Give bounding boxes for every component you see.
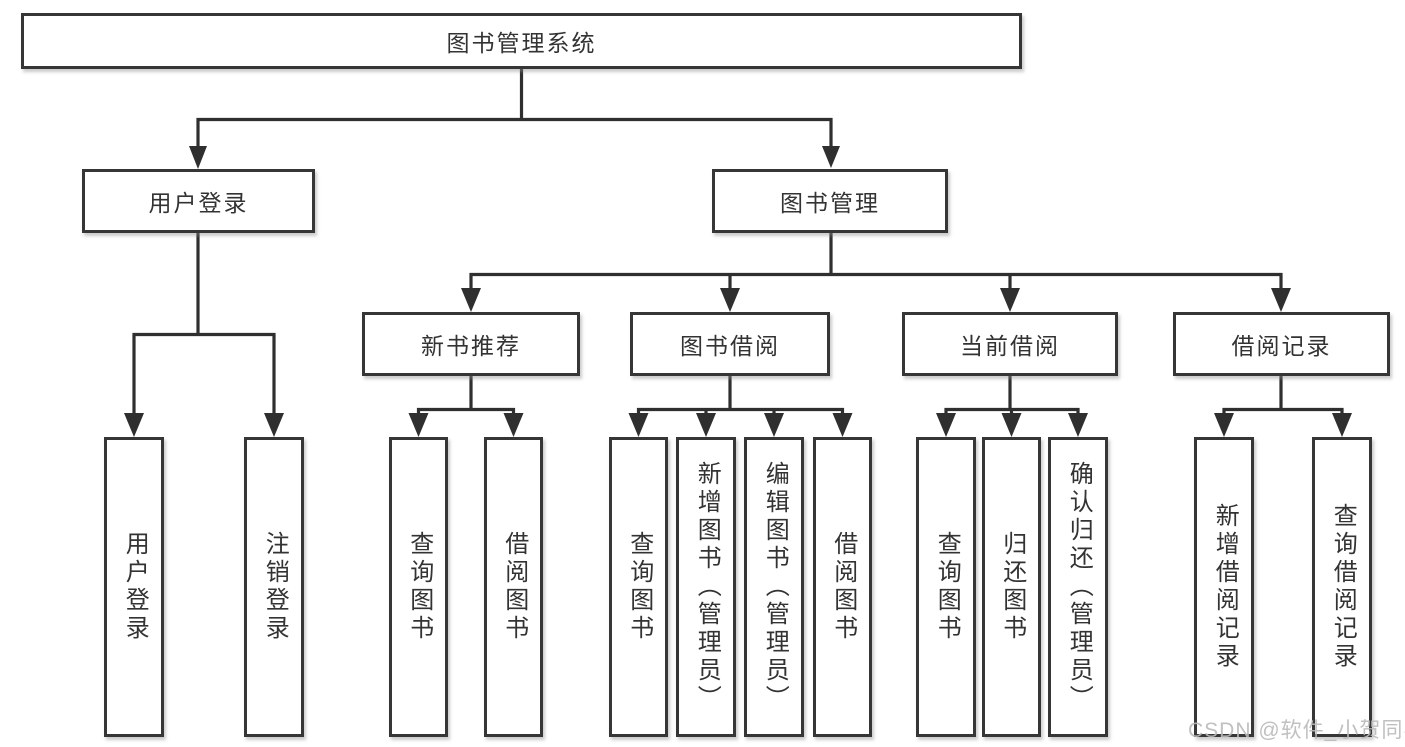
leaf-logout-label: 注销登录 [261,531,289,643]
leaf-confirm-return-label: 确认归还（管理员） [1065,461,1093,713]
connector-newbookrec-to-leaves [408,376,524,437]
watermark: CSDN @软件_小贺同学 [1188,719,1405,742]
leaf-user-login: 用户登录 [104,437,164,737]
leaf-edit-book-label: 编辑图书（管理员） [761,461,789,713]
leaf-add-book: 新增图书（管理员） [676,437,736,737]
node-user-login-branch-label: 用户登录 [148,190,249,216]
node-root-label: 图书管理系统 [446,30,597,56]
node-current-borrow: 当前借阅 [902,312,1118,376]
leaf-borrow-book-1: 借阅图书 [484,437,543,737]
node-current-borrow-label: 当前借阅 [960,333,1060,359]
leaf-logout: 注销登录 [244,437,304,737]
node-book-borrow-label: 图书借阅 [680,333,780,359]
leaf-query-book-1-label: 查询图书 [405,531,433,643]
leaf-add-borrow-record: 新增借阅记录 [1194,437,1254,737]
connector-bookborrow-to-leaves [628,376,853,437]
connector-userlogin-to-leaves [124,233,284,437]
leaf-query-borrow-record: 查询借阅记录 [1312,437,1372,737]
leaf-query-book-1: 查询图书 [389,437,448,737]
connector-currentborrow-to-leaves [936,376,1088,437]
connector-root-to-level2 [189,69,840,169]
node-user-login-branch: 用户登录 [82,169,315,233]
leaf-confirm-return: 确认归还（管理员） [1048,437,1108,737]
leaf-query-book-2: 查询图书 [609,437,668,737]
leaf-add-borrow-record-label: 新增借阅记录 [1211,503,1239,671]
leaf-borrow-book-1-label: 借阅图书 [500,531,528,643]
leaf-borrow-book-2-label: 借阅图书 [829,531,857,643]
node-book-mgmt-branch-label: 图书管理 [780,190,880,216]
node-root: 图书管理系统 [21,13,1022,69]
leaf-edit-book: 编辑图书（管理员） [744,437,804,737]
leaf-query-book-2-label: 查询图书 [625,531,653,643]
node-new-book-rec: 新书推荐 [362,312,580,376]
connector-bookmgmt-to-level3 [461,233,1291,312]
leaf-user-login-label: 用户登录 [121,531,149,643]
leaf-query-borrow-record-label: 查询借阅记录 [1329,503,1357,671]
node-book-mgmt-branch: 图书管理 [712,169,948,233]
leaf-borrow-book-2: 借阅图书 [813,437,872,737]
node-borrow-records-label: 借阅记录 [1231,333,1332,359]
node-new-book-rec-label: 新书推荐 [421,333,521,359]
leaf-return-book-label: 归还图书 [998,531,1026,643]
leaf-query-book-3: 查询图书 [916,437,976,737]
leaf-query-book-3-label: 查询图书 [933,531,961,643]
connector-borrowrecords-to-leaves [1214,376,1352,437]
leaf-add-book-label: 新增图书（管理员） [693,461,721,713]
node-book-borrow: 图书借阅 [630,312,830,376]
node-borrow-records: 借阅记录 [1173,312,1390,376]
leaf-return-book: 归还图书 [982,437,1041,737]
